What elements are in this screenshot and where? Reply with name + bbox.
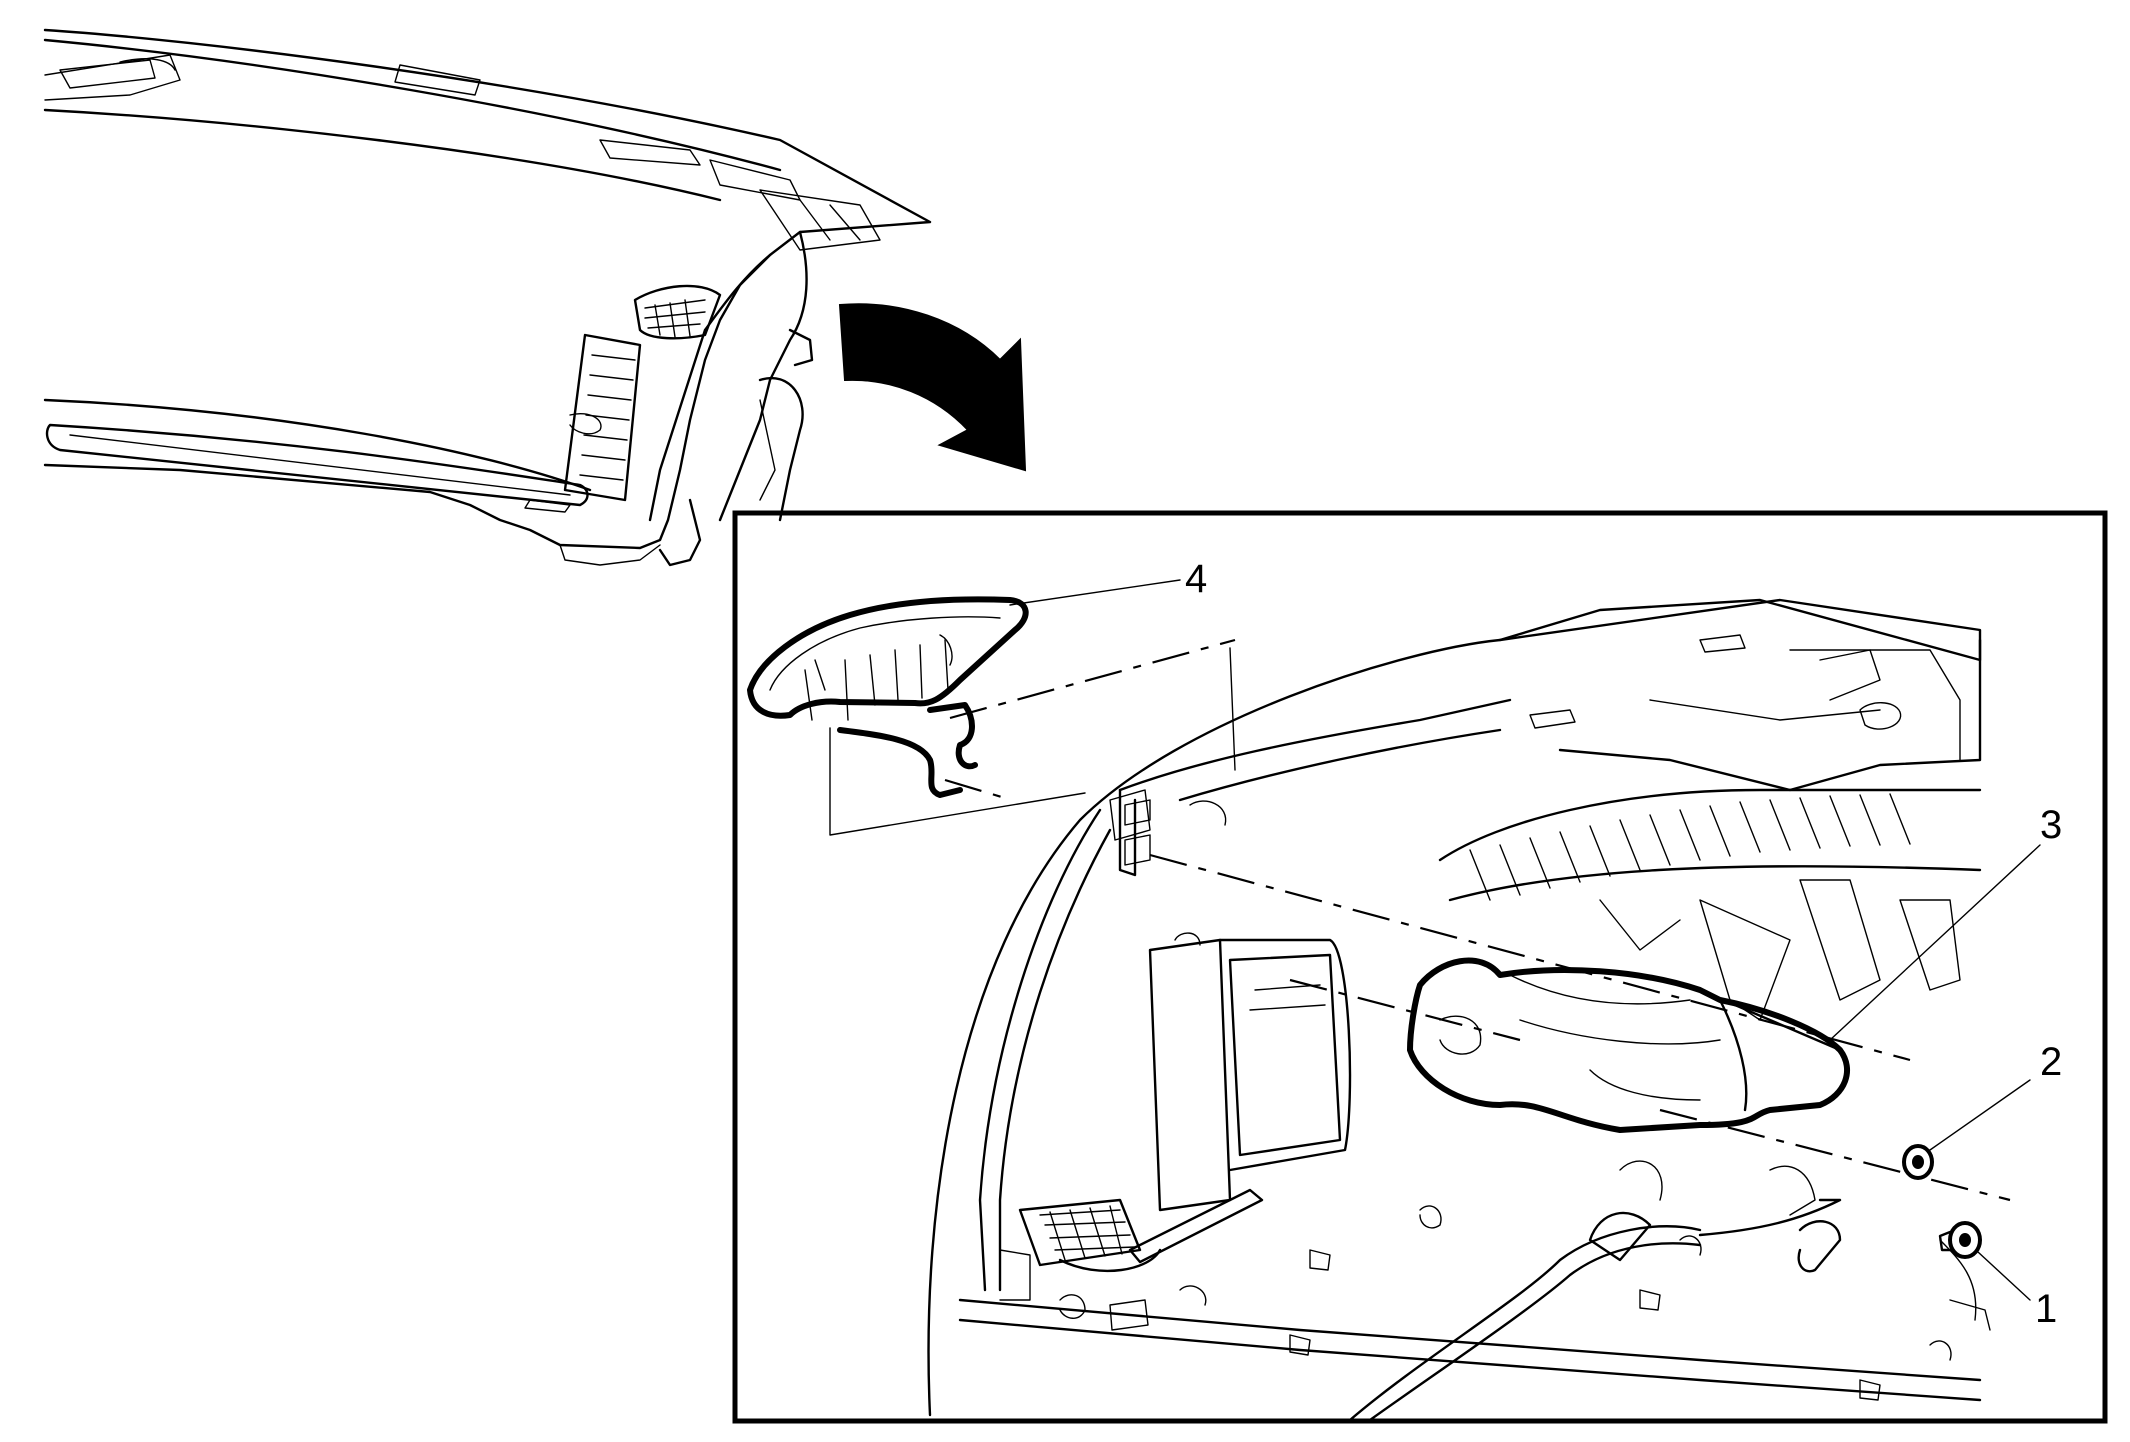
callout-4: 4: [1185, 557, 1207, 601]
callout-1: 1: [2035, 1287, 2057, 1331]
part-4-vent: [747, 596, 1029, 719]
part-2-clip: [1902, 1144, 1934, 1180]
zoom-arrow: [838, 303, 1027, 472]
leader-3: [1829, 844, 2041, 1041]
part-3-duct: [1407, 957, 1851, 1133]
callout-3: 3: [2040, 803, 2062, 847]
instrument-panel-overview: [43, 28, 932, 567]
leader-1: [1977, 1251, 2031, 1301]
part-1-screw: [1938, 1221, 1982, 1259]
leader-2: [1929, 1079, 2031, 1151]
detail-frame: [732, 510, 2108, 1424]
detail-view: [747, 579, 2041, 1422]
leader-4: [1009, 579, 1181, 606]
callout-2: 2: [2040, 1040, 2062, 1084]
